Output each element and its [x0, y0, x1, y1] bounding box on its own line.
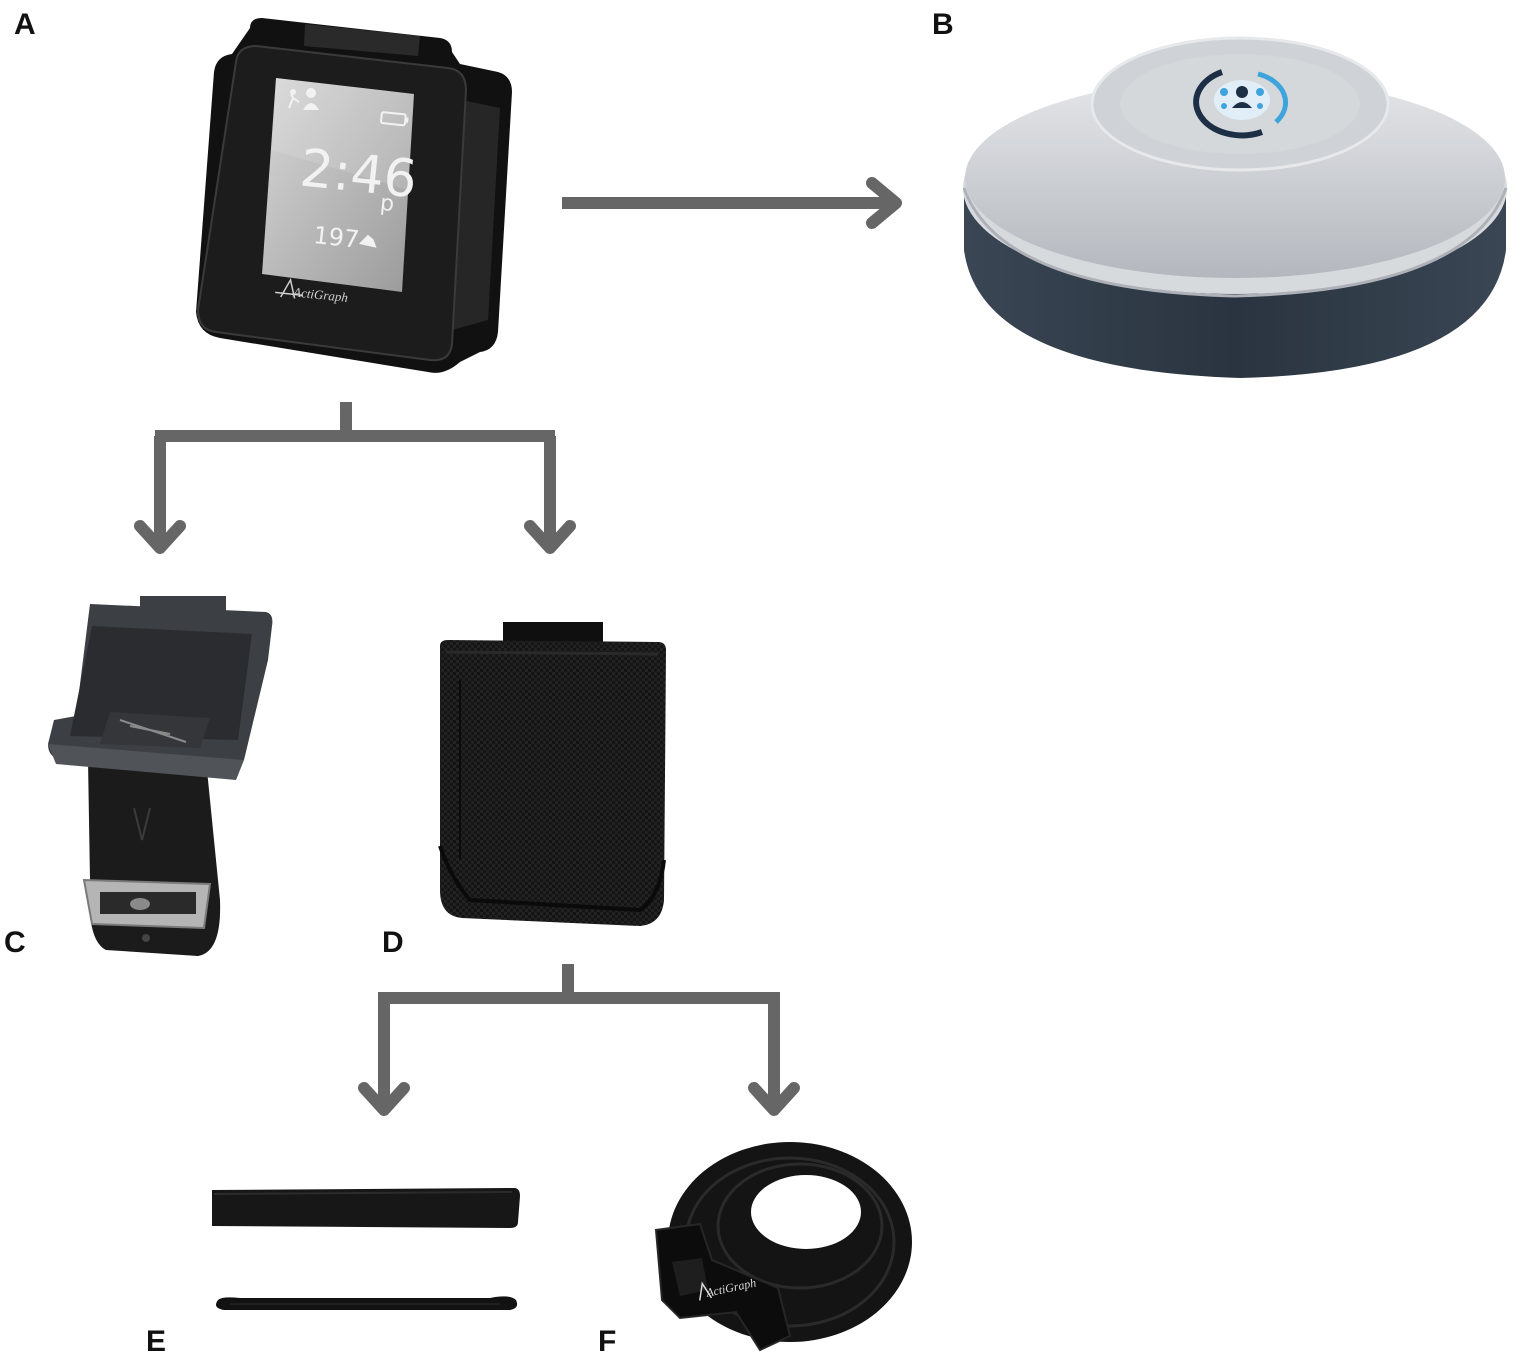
device-screen	[262, 78, 414, 292]
device-meridiem: p	[379, 191, 396, 217]
activity-icon	[288, 89, 300, 109]
arrow-d-to-e-f	[358, 964, 800, 1116]
elastic-loop	[216, 1296, 518, 1310]
user-icon	[303, 88, 319, 110]
panel-label-e: E	[146, 1325, 167, 1358]
pouch-d	[438, 622, 666, 926]
device-a: 2:46 p 197 ActiGraph	[196, 18, 512, 373]
device-steps: 197	[312, 221, 360, 254]
panel-label-f: F	[598, 1325, 617, 1358]
panel-label-b: B	[932, 8, 954, 41]
hub-logo-icon	[1193, 69, 1289, 139]
wrist-band-c	[48, 596, 273, 956]
velcro-straps-e	[212, 1188, 520, 1310]
velcro-strap-wide	[212, 1188, 520, 1228]
shoe-icon	[358, 234, 377, 248]
device-logo-text: ActiGraph	[292, 284, 349, 305]
panel-label-d: D	[382, 926, 404, 959]
belt-coil-inner	[748, 1172, 864, 1252]
panel-label-a: A	[14, 8, 36, 41]
belt-buckle	[654, 1222, 792, 1352]
waist-belt-f: ActiGraph	[654, 1142, 912, 1352]
pouch-body	[440, 640, 666, 926]
device-logo: ActiGraph	[275, 277, 349, 305]
arrow-a-to-b	[562, 177, 902, 229]
arrow-a-to-c-d	[134, 402, 576, 554]
battery-icon	[380, 111, 409, 127]
panel-label-c: C	[4, 926, 26, 959]
hub-b	[962, 36, 1508, 378]
device-time: 2:46	[297, 138, 419, 210]
